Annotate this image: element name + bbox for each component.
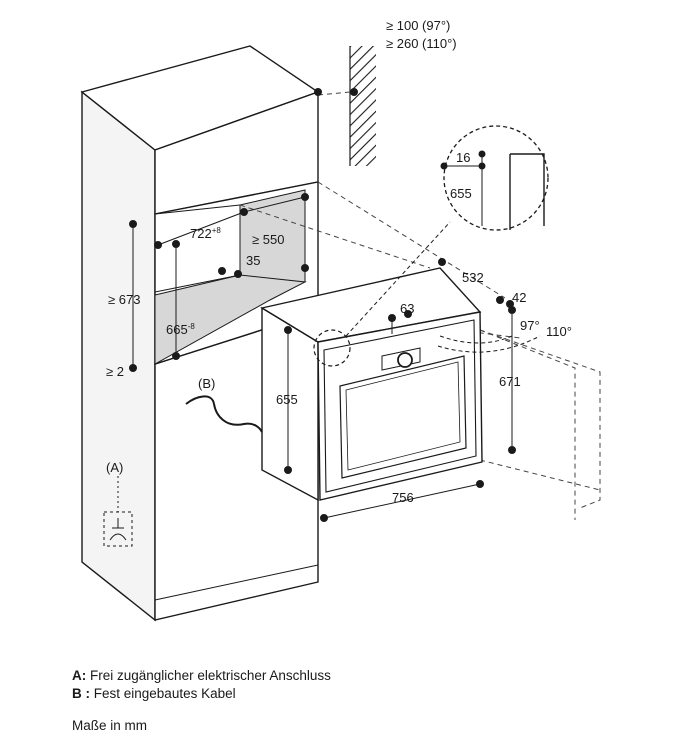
detail-source-circle <box>313 329 351 367</box>
fixed-cable <box>185 395 263 433</box>
label-clearance-110: ≥ 260 (110°) <box>386 36 457 51</box>
label-gap-35: 35 <box>246 253 260 268</box>
label-niche-width: 722+8 <box>190 226 221 241</box>
label-front-height: 671 <box>499 374 521 389</box>
dimension-lines <box>129 88 516 522</box>
legend-b-text: Fest eingebautes Kabel <box>93 686 236 701</box>
detail-circle <box>440 125 549 231</box>
legend-a-text: Frei zugänglicher elektrischer Anschluss <box>90 668 331 683</box>
door-angle-arcs <box>437 335 541 353</box>
label-niche-inner-height: 665-8 <box>166 322 195 337</box>
label-niche-height: ≥ 673 <box>108 292 140 307</box>
label-front-width: 756 <box>392 490 414 505</box>
label-angle-110: 110° <box>546 324 572 339</box>
legend-a-key: A: <box>72 668 87 683</box>
legend-b: B : Fest eingebautes Kabel <box>72 685 236 703</box>
electrical-connection-symbol <box>103 476 133 547</box>
marker-a: (A) <box>106 460 123 475</box>
units-note: Maße in mm <box>72 718 148 733</box>
label-detail-655: 655 <box>450 186 472 201</box>
label-appliance-depth: 532 <box>462 270 484 285</box>
oven-appliance <box>260 267 483 502</box>
label-niche-depth: ≥ 550 <box>252 232 284 247</box>
label-panel-42: 42 <box>512 290 526 305</box>
legend-b-key: B : <box>72 686 90 701</box>
label-clearance-97: ≥ 100 (97°) <box>386 18 450 33</box>
ventilation-hatch <box>350 46 376 166</box>
marker-b: (B) <box>198 376 215 391</box>
legend-a: A: Frei zugänglicher elektrischer Anschl… <box>72 667 331 685</box>
label-appliance-height: 655 <box>276 392 298 407</box>
label-handle-63: 63 <box>400 301 414 316</box>
label-bottom-gap: ≥ 2 <box>106 364 124 379</box>
label-angle-97: 97° <box>520 318 540 333</box>
label-detail-16: 16 <box>456 150 470 165</box>
